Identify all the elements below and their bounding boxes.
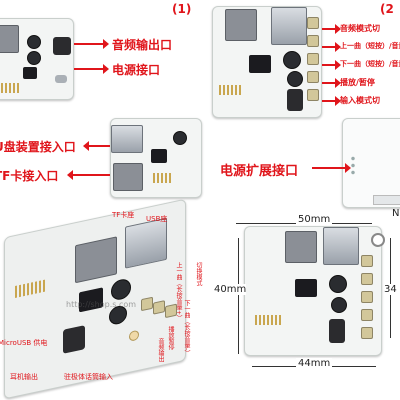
- chip: [295, 279, 317, 297]
- label-input-mode: 输入模式切: [340, 96, 380, 105]
- button: [307, 89, 319, 101]
- label-next-long-press: 下一曲（长按音量-）: [183, 300, 190, 357]
- label-next-track: 下一曲（短按）/音量: [340, 60, 400, 68]
- arrow: [74, 39, 109, 49]
- label-switch-mode: 切换模式: [195, 262, 202, 286]
- dimension-top-label: 50mm: [296, 214, 333, 225]
- label-play-pause-5: 播放暂停: [167, 326, 174, 350]
- corner-label: N: [392, 208, 400, 219]
- panel-2-number: (2: [380, 2, 394, 16]
- micro-usb-port: [55, 75, 67, 83]
- arrow: [322, 78, 341, 88]
- dimension-right-label: 34: [384, 284, 397, 295]
- capacitor: [111, 277, 131, 302]
- capacitor: [27, 35, 41, 49]
- button: [307, 71, 319, 83]
- button: [153, 300, 165, 315]
- capacitor: [329, 275, 347, 293]
- antenna: [15, 279, 45, 299]
- label-power-port: 电源接口: [112, 63, 161, 77]
- label-prev-long-press: 上一曲（长按音量+）: [175, 262, 182, 322]
- label-tf-card-port: TF卡接入口: [0, 169, 59, 183]
- solder-pads: [349, 155, 357, 175]
- antenna: [219, 85, 243, 95]
- antenna: [0, 83, 19, 93]
- button: [361, 309, 373, 321]
- usb-port: [271, 7, 307, 45]
- capacitor: [287, 71, 303, 87]
- panel-1-number: (1): [172, 2, 192, 16]
- label-microusb-power: MicroUSB 供电: [0, 339, 48, 347]
- board-4-back: [342, 118, 400, 208]
- capacitor: [283, 51, 301, 69]
- audio-jack: [53, 37, 71, 55]
- button: [361, 273, 373, 285]
- led: [129, 329, 139, 342]
- label-play-pause: 播放/暂停: [340, 78, 375, 87]
- chip: [249, 55, 271, 73]
- label-audio-out: 音频输出口: [112, 38, 173, 52]
- chip: [151, 149, 167, 163]
- mounting-hole: [371, 233, 385, 247]
- tf-slot: [113, 163, 143, 191]
- button: [307, 53, 319, 65]
- antenna: [255, 315, 281, 325]
- dimension-line-left: [238, 238, 239, 354]
- board-1: [0, 18, 74, 100]
- dimension-left-label: 40mm: [214, 284, 247, 295]
- tf-slot: [75, 236, 117, 284]
- button: [361, 291, 373, 303]
- capacitor: [27, 51, 41, 65]
- capacitor: [173, 131, 187, 145]
- label-audio-output-5: 音频输出: [157, 338, 164, 362]
- button: [361, 327, 373, 339]
- usb-port: [323, 227, 359, 265]
- chip: [23, 67, 37, 79]
- audio-jack: [329, 319, 345, 343]
- label-power-expansion: 电源扩展接口: [220, 164, 299, 179]
- button: [361, 255, 373, 267]
- arrow: [322, 60, 341, 70]
- label-headphone-out: 耳机输出: [10, 373, 38, 381]
- label-mic-input: 驻极体话筒输入: [64, 373, 113, 381]
- usb-port: [111, 125, 143, 153]
- arrow: [74, 64, 109, 74]
- arrow: [67, 170, 110, 180]
- antenna: [153, 173, 173, 183]
- board-5: [4, 198, 186, 400]
- board-3: [110, 118, 202, 198]
- label-usb-drive-port: U盘装置接入口: [0, 140, 76, 154]
- label-prev-track: 上一曲（短按）/音量: [340, 42, 400, 50]
- watermark: http://shop.s.com: [66, 300, 137, 309]
- dimension-bottom-label: 44mm: [296, 358, 333, 369]
- button: [307, 17, 319, 29]
- arrow: [312, 163, 351, 173]
- button: [141, 296, 153, 312]
- tf-slot: [0, 25, 19, 53]
- capacitor: [331, 297, 347, 313]
- usb-port: [125, 217, 167, 269]
- board-2: [212, 6, 322, 118]
- label-tf-socket: TF卡座: [112, 211, 135, 219]
- audio-jack: [287, 89, 303, 111]
- tf-slot: [225, 9, 257, 41]
- sticker: [373, 195, 400, 205]
- audio-jack: [63, 325, 85, 354]
- board-6: [244, 226, 385, 356]
- arrow: [322, 42, 341, 52]
- button: [307, 35, 319, 47]
- arrow: [322, 24, 341, 34]
- arrow: [322, 96, 341, 106]
- arrow: [83, 141, 110, 151]
- tf-slot: [285, 231, 317, 263]
- label-usb-socket: USB座: [146, 215, 168, 223]
- label-audio-mode: 音频模式切: [340, 24, 380, 33]
